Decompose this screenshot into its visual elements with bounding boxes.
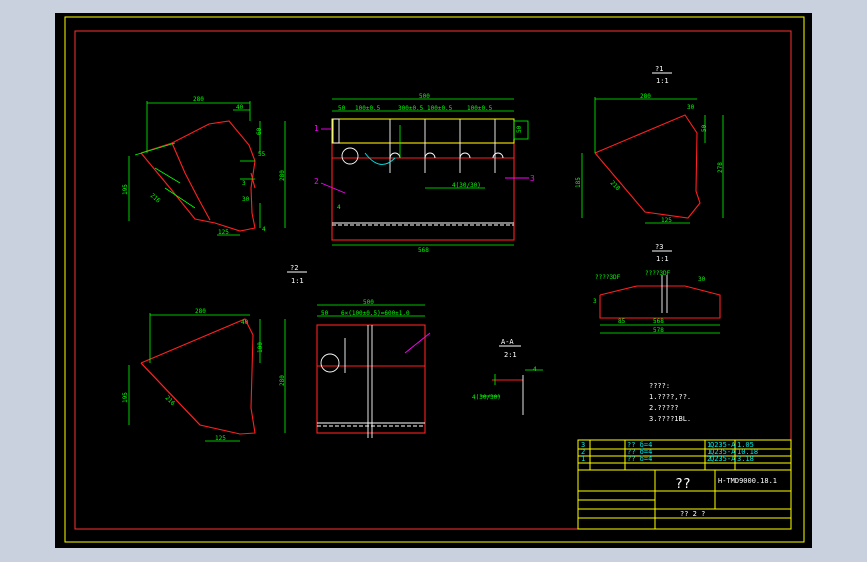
dim: 216 (164, 394, 177, 407)
dim: 568 (418, 247, 429, 254)
row-no: 1 (581, 455, 585, 463)
technical-notes: ????: 1.????,??. 2.????? 3.????1BL. (649, 382, 691, 423)
note-2: 2.????? (649, 404, 679, 412)
note-3: 3.????1BL. (649, 415, 691, 423)
dim: 50 (701, 124, 708, 132)
dim: 3 (242, 180, 246, 187)
label: ????3DF (595, 274, 621, 281)
view3-scale: 1:1 (656, 255, 669, 263)
view-2: 280 40 100 280 195 216 125 (122, 308, 286, 442)
row-weight: 1.05 (737, 441, 754, 449)
side-view-1: 280 40 60 55 280 195 216 125 30 3 4 (122, 96, 286, 236)
dim: 60 (256, 127, 263, 135)
dim: 100±0.5 (467, 105, 493, 112)
dim: 100±0.5 (427, 105, 453, 112)
notes-title: ????: (649, 382, 670, 390)
dim: 280 (279, 170, 286, 181)
row-mat: Q235-A (710, 441, 736, 449)
dim: 40 (236, 104, 244, 111)
dim: 568 (653, 318, 664, 325)
front-view-1: 500 50 100±0.5 300±0.5 100±0.5 100±0.5 5… (314, 93, 535, 254)
part-name: H-TMD9000.18.1 (718, 477, 777, 485)
section-scale: 2:1 (504, 351, 517, 359)
view-1: ?1 1:1 280 30 50 278 185 218 125 (575, 65, 724, 224)
note-1: 1.????,??. (649, 393, 691, 401)
dim: 4 (533, 366, 537, 373)
row-qty: 2 (707, 455, 711, 463)
view2-scale: 1:1 (291, 277, 304, 285)
dim: 4 (337, 204, 341, 211)
dim: 125 (215, 435, 226, 442)
dim: 280 (193, 96, 204, 103)
dim: 280 (195, 308, 206, 315)
row-name: ?? δ=4 (627, 441, 652, 449)
dim: 3 (593, 298, 597, 305)
view-3: ?3 1:1 ????3DF ????3DF 30 85 568 578 3 (593, 243, 721, 334)
dim: 500 (363, 299, 374, 306)
dim: 55 (258, 151, 266, 158)
row-no: 2 (581, 448, 585, 456)
view3-title: ?3 (655, 243, 663, 251)
callout-3: 3 (530, 174, 535, 183)
view1-title: ?1 (655, 65, 663, 73)
callout-2: 2 (314, 177, 319, 186)
dim: 100±0.5 (355, 105, 381, 112)
row-name: ?? δ=4 (627, 448, 652, 456)
dim: 30 (687, 104, 695, 111)
title-block: 3 ?? δ=4 1 Q235-A 1.05 2 ?? δ=4 1 Q235-A… (577, 439, 792, 530)
section-title: A-A (501, 338, 514, 346)
dim: 30 (242, 196, 250, 203)
row-weight: 3.18 (737, 455, 754, 463)
row-mat: Q235-A (710, 448, 736, 456)
dim: 195 (122, 392, 129, 403)
view1-scale: 1:1 (656, 77, 669, 85)
dim: 30 (698, 276, 706, 283)
row-weight: 10.18 (737, 448, 758, 456)
inner-border (74, 30, 792, 530)
section-aa: A-A 2:1 4 4(30/30) (472, 338, 543, 415)
dim: 100 (257, 342, 264, 353)
cad-drawing: 280 40 60 55 280 195 216 125 30 3 4 (64, 16, 805, 543)
dim: 195 (122, 184, 129, 195)
dim: 300±0.5 (398, 105, 424, 112)
dim: 278 (717, 162, 724, 173)
view2-title: ?2 (290, 264, 298, 272)
dim: 85 (618, 318, 626, 325)
row-mat: Q235-A (710, 455, 736, 463)
dim: 280 (279, 375, 286, 386)
row-qty: 1 (707, 441, 711, 449)
dim: 185 (575, 177, 582, 188)
dim: 216 (149, 192, 162, 205)
dim: 280 (640, 93, 651, 100)
dim: 50 (321, 310, 329, 317)
dim: 4 (262, 226, 266, 233)
label: ????3DF (645, 270, 671, 277)
weld-label: 4(30/30) (452, 182, 481, 189)
dim: 125 (218, 229, 229, 236)
dim: 578 (653, 327, 664, 334)
row-no: 3 (581, 441, 585, 449)
drawing-number: ?? (675, 477, 691, 492)
dim: 6×(100±0.5)=600±1.0 (341, 310, 410, 317)
dim: 125 (661, 217, 672, 224)
dim: 50 (516, 125, 523, 133)
callout-1: 1 (314, 124, 319, 133)
front-view-2: 500 50 6×(100±0.5)=600±1.0 (316, 299, 431, 438)
weld-label: 4(30/30) (472, 394, 501, 401)
row-qty: 1 (707, 448, 711, 456)
sheet-info: ?? 2 ? (680, 510, 705, 518)
row-name: ?? δ=4 (627, 455, 652, 463)
outer-border (64, 16, 805, 543)
drawing-sheet: 280 40 60 55 280 195 216 125 30 3 4 (55, 13, 812, 548)
dim: 500 (419, 93, 430, 100)
dim: 50 (338, 105, 346, 112)
dim: 40 (241, 319, 249, 326)
